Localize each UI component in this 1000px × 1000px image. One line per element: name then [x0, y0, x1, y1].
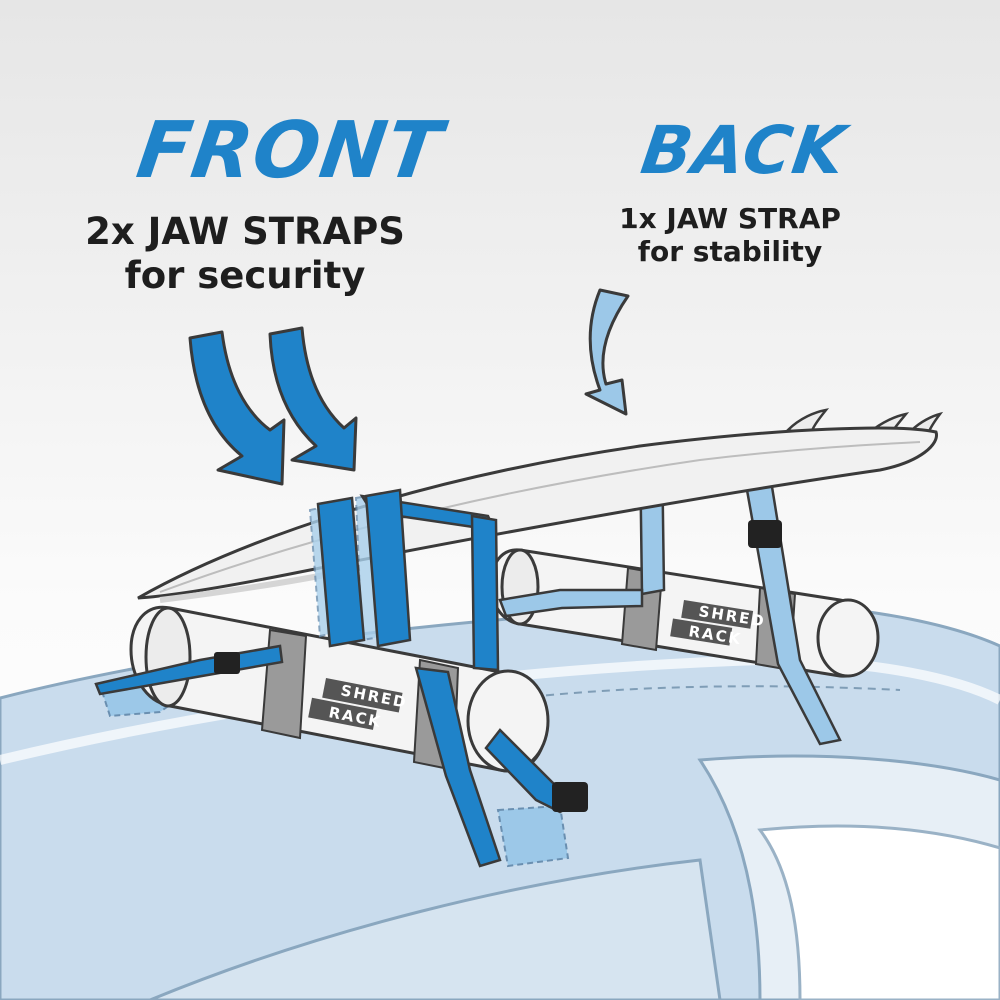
- back-caption-line1: 1x JAW STRAP: [619, 202, 841, 235]
- back-caption: 1x JAW STRAP for stability: [585, 202, 875, 268]
- front-buckle-right: [552, 782, 588, 812]
- back-heading: BACK: [636, 112, 851, 189]
- front-arrow-left: [188, 330, 286, 486]
- front-caption-line1: 2x JAW STRAPS: [85, 210, 405, 253]
- front-heading: FRONT: [131, 106, 448, 196]
- back-arrow: [584, 288, 630, 416]
- front-caption-line2: for security: [124, 253, 366, 297]
- front-jaw-straps: [94, 488, 588, 868]
- front-arrow-right: [268, 326, 358, 472]
- front-buckle-left: [214, 652, 240, 674]
- back-caption-line2: for stability: [637, 235, 823, 269]
- back-buckle: [748, 520, 782, 548]
- front-caption: 2x JAW STRAPS for security: [40, 210, 450, 297]
